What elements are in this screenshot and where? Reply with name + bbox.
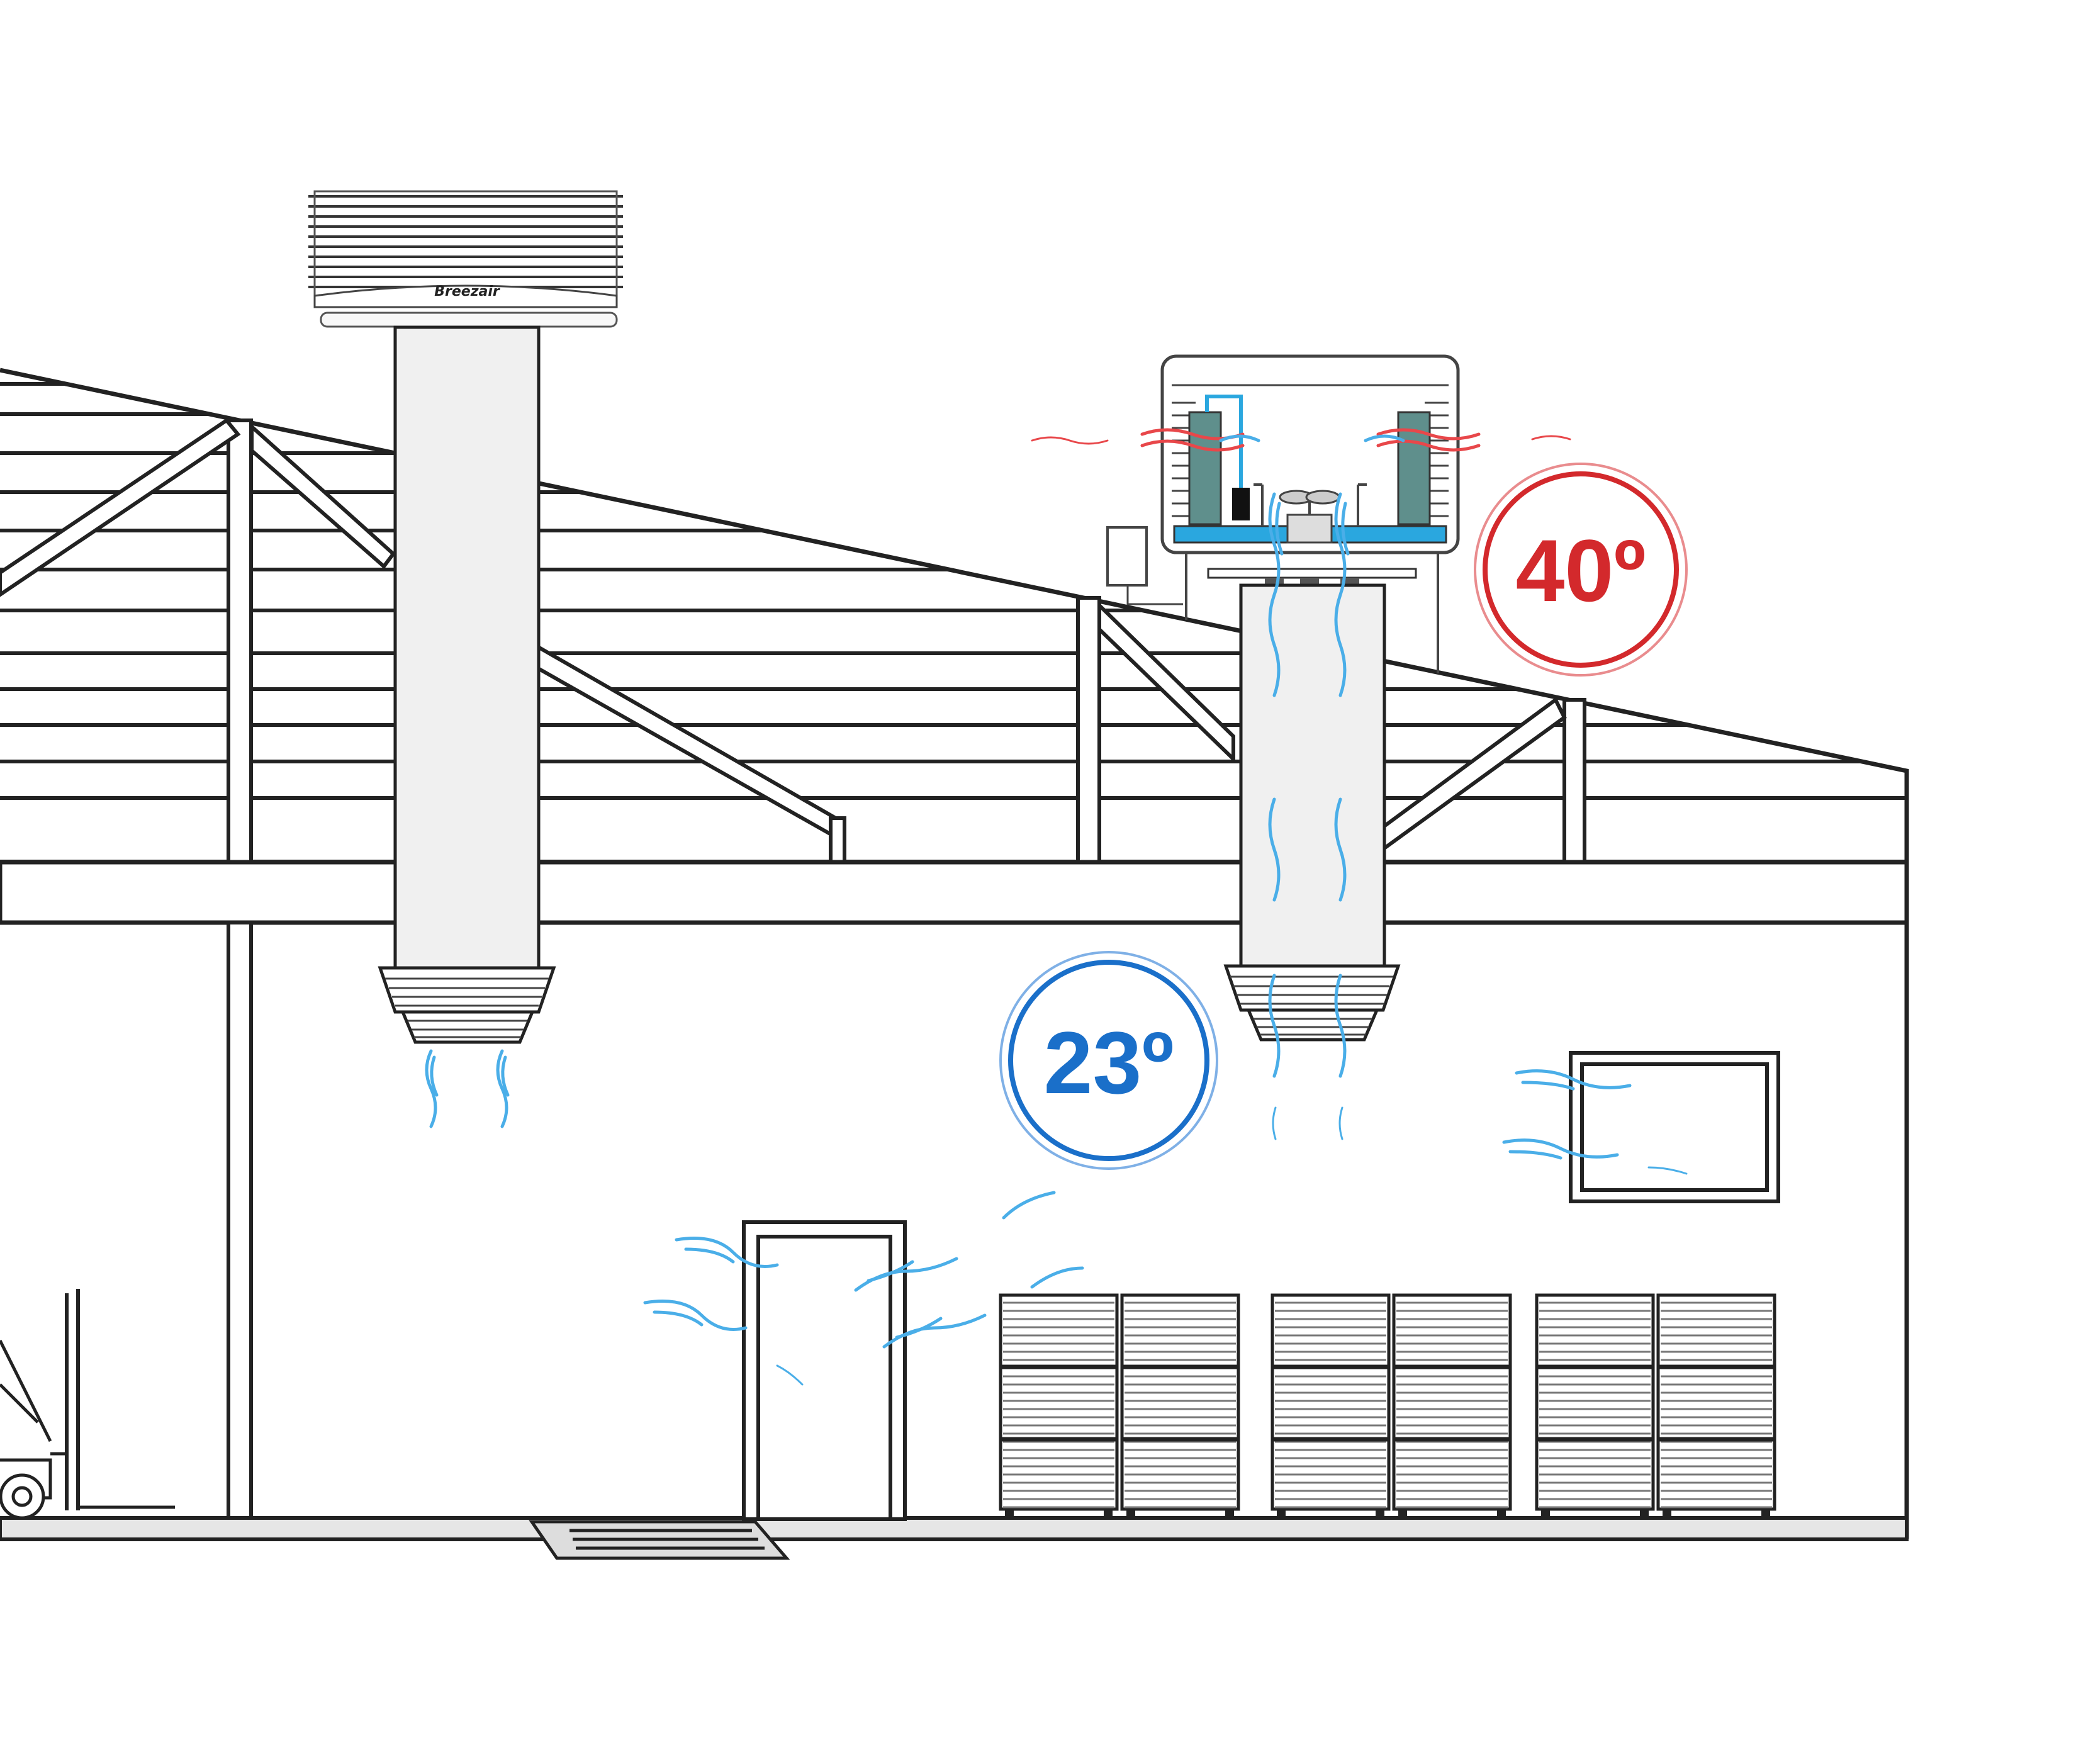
cool-airflow <box>425 492 1688 1386</box>
forklift-icon <box>0 1289 175 1520</box>
fan-icon <box>1279 490 1340 544</box>
brand-logo: Breezair <box>434 284 500 300</box>
floor-drain <box>529 1520 790 1560</box>
right-evaporative-cooler <box>1106 354 1460 1042</box>
pallet-rack-unit <box>1656 1293 1776 1517</box>
inside-temperature-badge: 23º <box>999 951 1218 1170</box>
cooling-pad-left <box>1188 411 1222 525</box>
outside-temperature-value: 40º <box>1516 521 1646 620</box>
door <box>742 1220 907 1521</box>
pallet-rack-unit <box>999 1293 1119 1517</box>
left-supply-duct <box>393 325 541 970</box>
left-evaporative-cooler: Breezair <box>308 190 623 1044</box>
floor-slab <box>0 1516 1909 1541</box>
inside-temperature-value: 23º <box>1044 1013 1174 1112</box>
water-pipe <box>1205 395 1243 488</box>
roof-trusses <box>0 417 1586 865</box>
window <box>1569 1051 1780 1203</box>
outside-temperature-badge: 40º <box>1474 463 1688 677</box>
support-column <box>227 921 253 1520</box>
water-pump <box>1232 488 1250 520</box>
eave-beam <box>0 860 1909 925</box>
pallet-rack-unit <box>1392 1293 1512 1517</box>
left-cooler-louvres <box>308 195 623 288</box>
pallet-rack-unit <box>1120 1293 1240 1517</box>
pallet-racks <box>999 1293 1776 1517</box>
warehouse-wall <box>0 921 1909 1541</box>
control-box <box>1106 526 1148 587</box>
pallet-rack-unit <box>1535 1293 1655 1517</box>
pallet-rack-unit <box>1271 1293 1391 1517</box>
right-supply-duct <box>1239 583 1386 968</box>
intake-airflow <box>1219 434 1405 442</box>
